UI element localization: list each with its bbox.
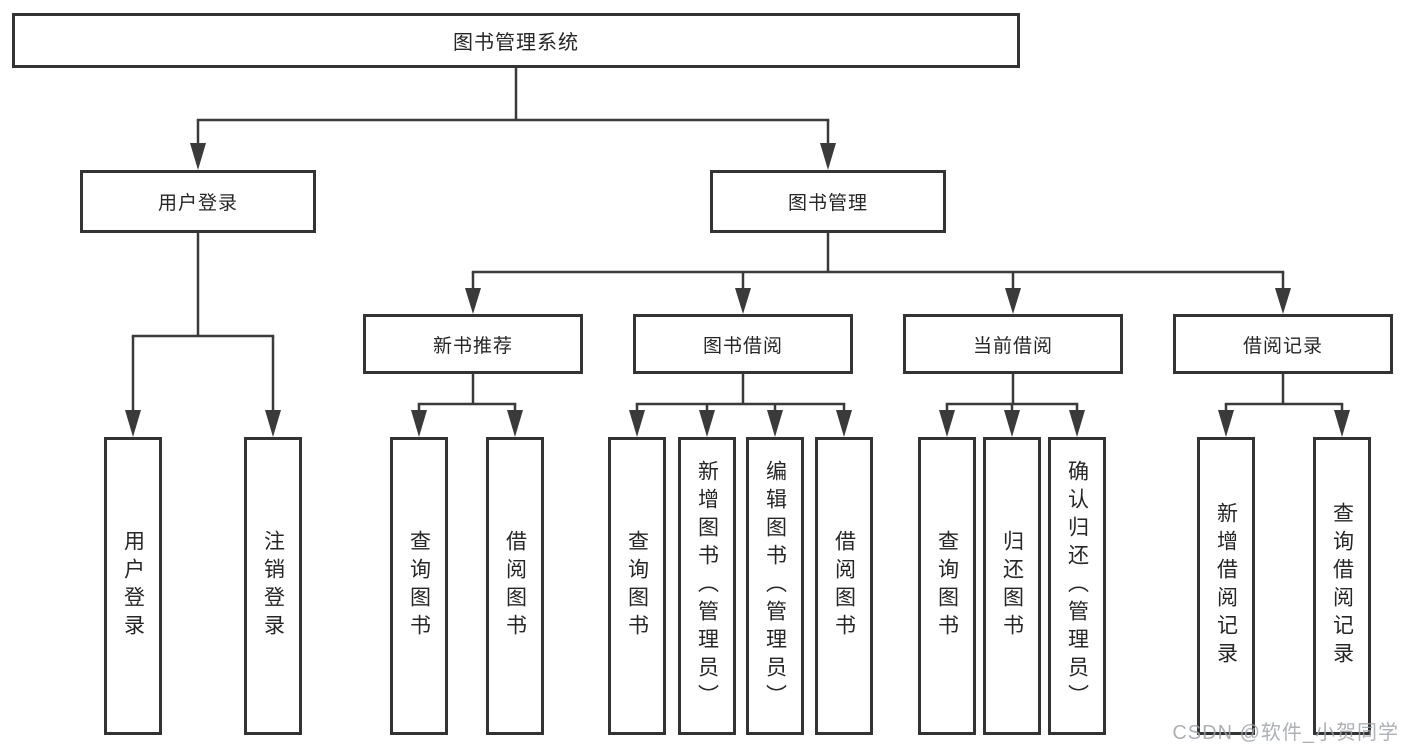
leaf-query-books-2: 查询图书 [608, 437, 666, 735]
leaf-confirm-return-admin: 确认归还（管理员） [1048, 437, 1106, 735]
node-label: 借阅记录 [1242, 335, 1323, 357]
leaf-label: 编辑图书（管理员） [763, 460, 787, 712]
leaf-user-login: 用户登录 [104, 437, 162, 735]
leaf-label: 查询借阅记录 [1330, 502, 1354, 670]
node-label: 图书管理系统 [453, 32, 579, 54]
leaf-label: 确认归还（管理员） [1065, 460, 1089, 712]
node-user-login: 用户登录 [80, 170, 316, 233]
leaf-label: 归还图书 [1000, 530, 1024, 642]
leaf-label: 查询图书 [625, 530, 649, 642]
leaf-query-books-3: 查询图书 [918, 437, 976, 735]
leaf-edit-book-admin: 编辑图书（管理员） [746, 437, 804, 735]
leaf-label: 借阅图书 [503, 530, 527, 642]
leaf-return-books: 归还图书 [983, 437, 1041, 735]
leaf-borrow-books-1: 借阅图书 [486, 437, 544, 735]
node-current-borrowing: 当前借阅 [903, 314, 1123, 374]
leaf-label: 用户登录 [121, 530, 145, 642]
node-borrowing-records: 借阅记录 [1173, 314, 1393, 374]
node-book-management: 图书管理 [710, 170, 946, 233]
leaf-query-books-1: 查询图书 [390, 437, 448, 735]
leaf-add-borrow-record: 新增借阅记录 [1197, 437, 1255, 735]
leaf-logout: 注销登录 [244, 437, 302, 735]
node-label: 图书借阅 [702, 335, 783, 357]
leaf-label: 注销登录 [261, 530, 285, 642]
leaf-label: 新增借阅记录 [1214, 502, 1238, 670]
node-label: 新书推荐 [432, 335, 513, 357]
leaf-label: 新增图书（管理员） [695, 460, 719, 712]
leaf-borrow-books-2: 借阅图书 [815, 437, 873, 735]
leaf-query-borrow-record: 查询借阅记录 [1313, 437, 1371, 735]
leaf-add-book-admin: 新增图书（管理员） [678, 437, 736, 735]
node-label: 图书管理 [787, 193, 868, 214]
leaf-label: 借阅图书 [832, 530, 856, 642]
node-label: 用户登录 [157, 193, 238, 214]
leaf-label: 查询图书 [935, 530, 959, 642]
node-book-borrowing: 图书借阅 [633, 314, 853, 374]
node-new-book-recommend: 新书推荐 [363, 314, 583, 374]
node-label: 当前借阅 [972, 335, 1053, 357]
node-library-management-system: 图书管理系统 [12, 13, 1020, 68]
leaf-label: 查询图书 [407, 530, 431, 642]
